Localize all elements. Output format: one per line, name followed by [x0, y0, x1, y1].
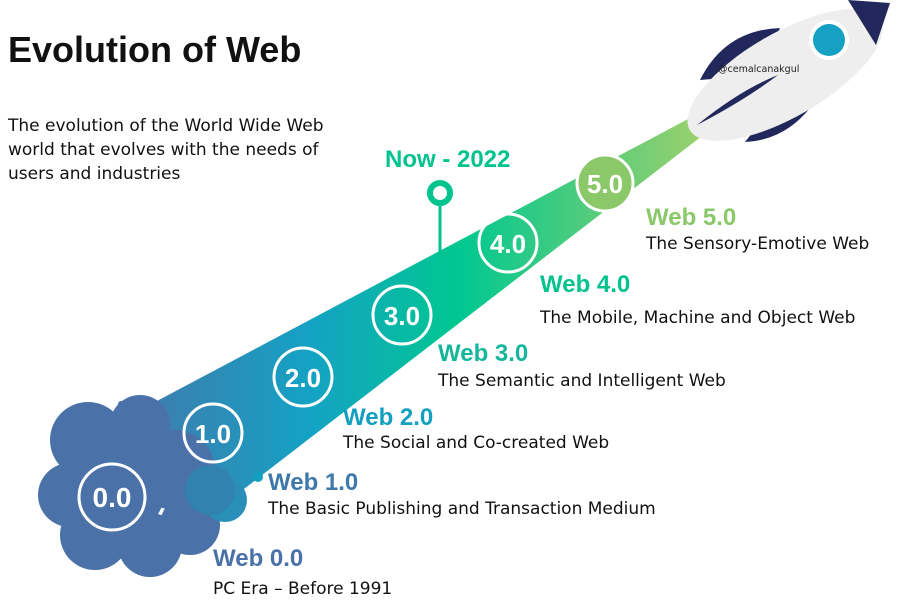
badge-3: 3.0 [371, 284, 433, 346]
svg-text:0.0: 0.0 [93, 482, 132, 513]
stage-3-desc: The Semantic and Intelligent Web [437, 371, 726, 391]
svg-text:5.0: 5.0 [587, 169, 623, 199]
badge-4: 4.0 [477, 212, 539, 274]
stage-4-name: Web 4.0 [540, 271, 630, 298]
svg-text:2.0: 2.0 [285, 363, 321, 393]
stage-5-desc: The Sensory-Emotive Web [645, 234, 869, 254]
stage-0-name: Web 0.0 [213, 545, 303, 572]
stage-1-name: Web 1.0 [268, 469, 358, 496]
stage-3-name: Web 3.0 [438, 340, 528, 367]
rocket-illustration: @cemalcanakgul [687, 0, 890, 142]
badge-1: 1.0 [182, 402, 244, 464]
stage-4-desc: The Mobile, Machine and Object Web [539, 308, 855, 328]
now-marker-ring [427, 180, 453, 206]
subtitle-line-2: world that evolves with the needs of [8, 140, 319, 160]
subtitle-line-1: The evolution of the World Wide Web [7, 116, 324, 136]
stage-0-desc: PC Era – Before 1991 [213, 579, 392, 599]
badge-2: 2.0 [272, 346, 334, 408]
stage-1-desc: The Basic Publishing and Transaction Med… [267, 499, 656, 519]
svg-text:4.0: 4.0 [490, 229, 526, 259]
badge-0: 0.0 [77, 462, 147, 532]
subtitle-line-3: users and industries [8, 164, 180, 184]
svg-text:3.0: 3.0 [384, 301, 420, 331]
stage-5-name: Web 5.0 [646, 204, 736, 231]
watermark: @cemalcanakgul [718, 64, 799, 75]
svg-text:1.0: 1.0 [195, 419, 231, 449]
now-marker-label: Now - 2022 [385, 146, 510, 173]
page-title: Evolution of Web [8, 29, 301, 70]
stage-2-name: Web 2.0 [343, 404, 433, 431]
badge-5: 5.0 [575, 153, 635, 213]
stage-2-desc: The Social and Co-created Web [342, 433, 609, 453]
